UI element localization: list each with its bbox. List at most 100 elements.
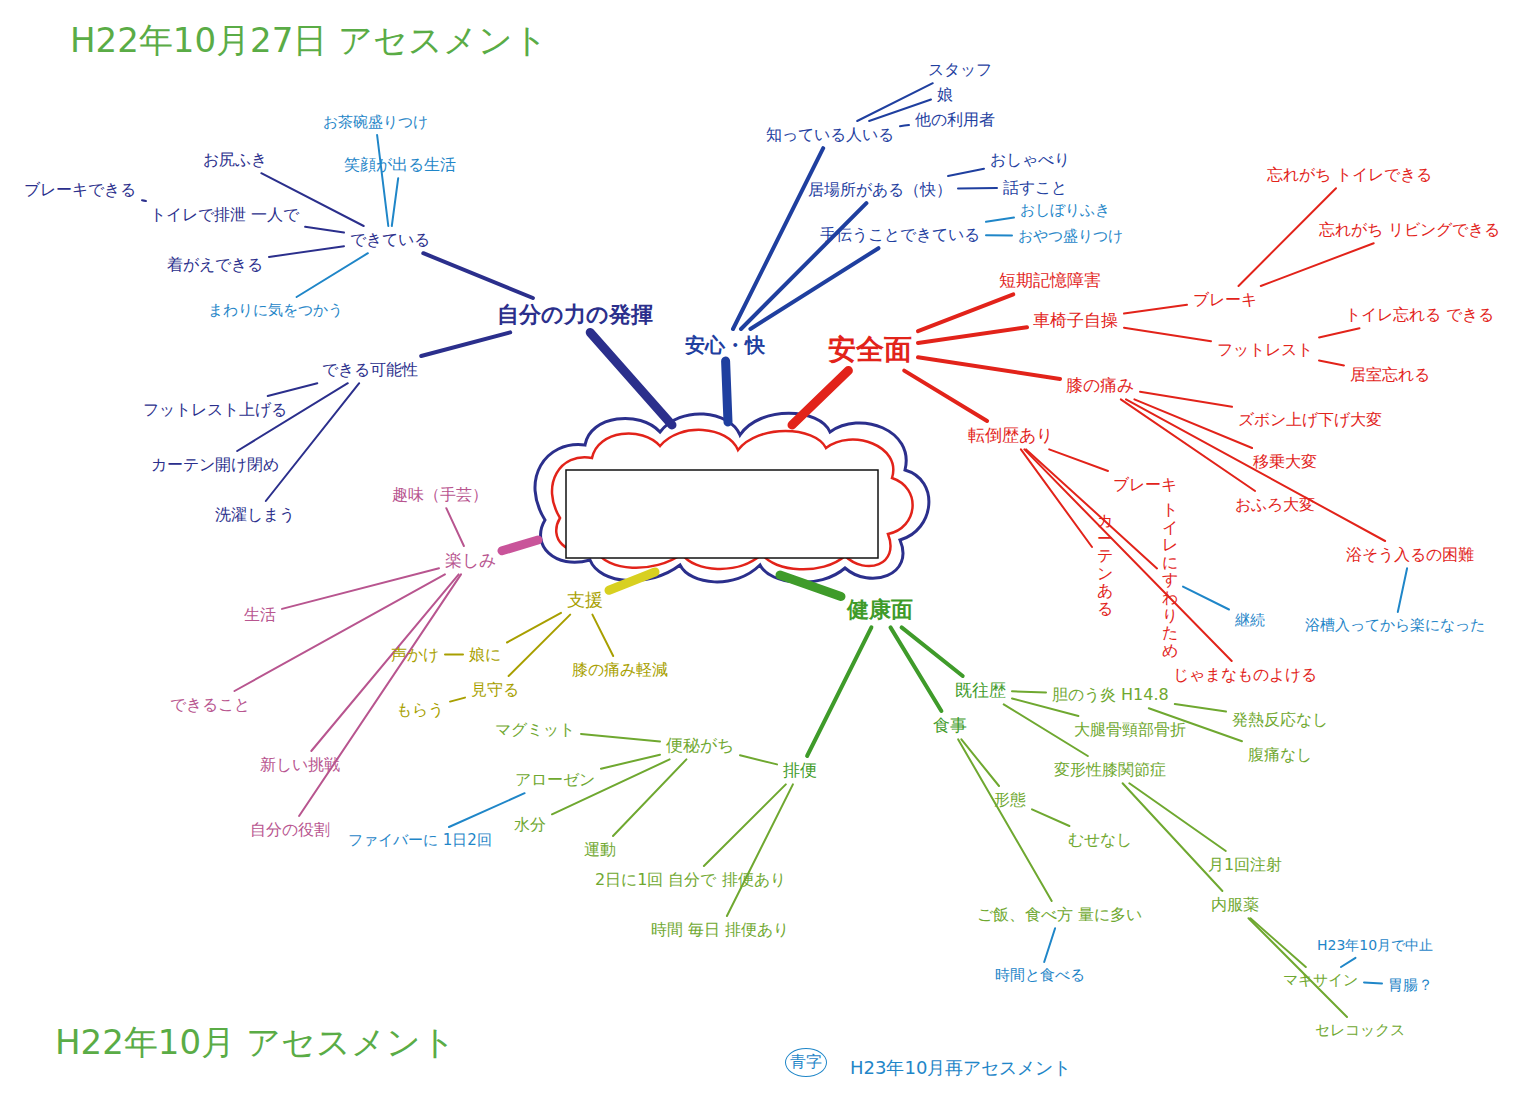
branch-text: 2日に1回 自分で 排便あり (592, 869, 789, 890)
branch-text: 既往歴 (952, 679, 1009, 701)
branch-text: 継続 (1232, 610, 1268, 630)
branch-line (1012, 691, 1046, 692)
node-text: 発熱反応なし (1232, 710, 1328, 729)
branch-text: 膝の痛み軽減 (569, 659, 671, 680)
branch-text: ファイバーに 1日2回 (345, 830, 495, 850)
node-text: 腹痛なし (1248, 745, 1312, 764)
main-trunk (780, 575, 841, 597)
node-text: 移乗大変 (1253, 452, 1317, 471)
branch-text: H23年10月で中止 (1314, 936, 1436, 955)
branch-line (509, 615, 571, 676)
node-text: 胆のう炎 H14.8 (1052, 685, 1169, 704)
node-text: カーテンある (1097, 511, 1113, 618)
branch-line (311, 574, 458, 751)
branch-text: 胆のう炎 H14.8 (1049, 684, 1172, 705)
branch-line (1021, 449, 1092, 547)
branch-text: 笑顔が出る生活 (341, 154, 459, 175)
branch-text: 排便 (780, 759, 820, 781)
branch-text: 生活 (241, 604, 279, 625)
node-text: 自分の役割 (250, 820, 330, 839)
branch-text: フットレスト上げる (140, 399, 290, 420)
branch-line (902, 627, 963, 676)
branch-line (1175, 704, 1226, 712)
node-text: トイレ忘れる できる (1345, 305, 1494, 324)
node-text: 洗濯しまう (215, 505, 295, 524)
branch-line (142, 199, 146, 202)
node-text: 他の利用者 (915, 110, 995, 129)
node-text: 大腿骨頸部骨折 (1074, 720, 1186, 739)
node-text: 月1回注射 (1208, 855, 1282, 874)
node-text: フットレスト (1217, 340, 1313, 359)
node-text: 笑顔が出る生活 (344, 155, 456, 174)
node-text: 楽しみ (445, 550, 496, 570)
node-text: 車椅子自操 (1033, 310, 1118, 330)
branch-line (592, 615, 613, 656)
branch-line (1123, 783, 1223, 891)
branch-line (1319, 328, 1360, 337)
branch-line (1183, 587, 1229, 610)
branch-line (1129, 783, 1226, 851)
main-trunk (590, 332, 672, 425)
branch-text: 安心・快 (682, 332, 768, 358)
node-text: できること (170, 695, 250, 714)
node-text: 安心・快 (685, 333, 765, 357)
main-trunk (726, 361, 728, 422)
branch-text: むせなし (1065, 829, 1135, 850)
branch-line (377, 135, 388, 226)
branch-line (918, 357, 1060, 379)
node-text: おしゃべり (990, 150, 1070, 169)
node-text: 自分の力の発揮 (497, 302, 653, 327)
node-text: 娘 (937, 85, 953, 104)
branch-line (423, 253, 533, 298)
caption: H22年10月 アセスメント (55, 1020, 456, 1066)
branch-line (1249, 918, 1348, 1017)
branch-line (986, 218, 1014, 222)
branch-line (1319, 360, 1344, 365)
node-text: 便秘がち (666, 735, 734, 755)
node-text: 排便 (783, 760, 817, 780)
branch-text: 胃腸？ (1385, 975, 1436, 995)
branch-text: 自分の力の発揮 (494, 301, 656, 329)
branch-line (450, 698, 465, 702)
main-trunk (609, 572, 655, 590)
branch-text: 着がえできる (164, 254, 266, 275)
node-text: 膝の痛み軽減 (572, 660, 668, 679)
branch-text: スタッフ (925, 59, 995, 80)
branch-text: 月1回注射 (1205, 854, 1285, 875)
branch-text: 便秘がち (663, 734, 737, 756)
branch-line (1364, 982, 1382, 983)
branch-text: できている (347, 229, 433, 250)
node-text: 内服薬 (1211, 895, 1259, 914)
branch-text: 膝の痛み (1063, 374, 1137, 396)
branch-line (727, 784, 793, 916)
branch-text: 水分 (511, 814, 549, 835)
branch-line (900, 125, 909, 126)
node-text: 膝の痛み (1066, 375, 1134, 395)
node-text: 娘に (469, 645, 501, 664)
branch-line (299, 574, 461, 816)
node-text: H23年10月で中止 (1317, 937, 1433, 953)
branch-text: 娘 (934, 84, 956, 105)
branch-text: 知っている人いる (763, 124, 897, 145)
node-text: 胃腸？ (1388, 976, 1433, 994)
branch-line (918, 294, 1013, 331)
node-text: おふろ大変 (1235, 495, 1315, 514)
node-text: トイレにすわりため (1162, 500, 1178, 660)
branch-line (507, 613, 561, 643)
node-text: マグミット (495, 720, 575, 739)
branch-line (268, 383, 318, 396)
branch-text: ご飯、食べ方 量に多い (974, 904, 1145, 925)
node-text: お尻ふき (203, 150, 267, 169)
note-label: 青字 (785, 1048, 827, 1077)
branch-text: 時間 毎日 排便あり (648, 919, 792, 940)
branch-text: 車椅子自操 (1030, 309, 1121, 331)
branch-line (948, 169, 984, 176)
branch-text: 浴そう入るの困難 (1343, 544, 1477, 565)
branch-text: 忘れがち トイレできる (1264, 164, 1435, 185)
branch-line (904, 371, 987, 421)
branch-text: 趣味（手芸） (389, 484, 491, 505)
node-text: 継続 (1235, 611, 1265, 629)
node-text: 既往歴 (955, 680, 1006, 700)
branch-text: 手伝うことできている (817, 224, 983, 245)
branch-text: 見守る (468, 679, 522, 700)
